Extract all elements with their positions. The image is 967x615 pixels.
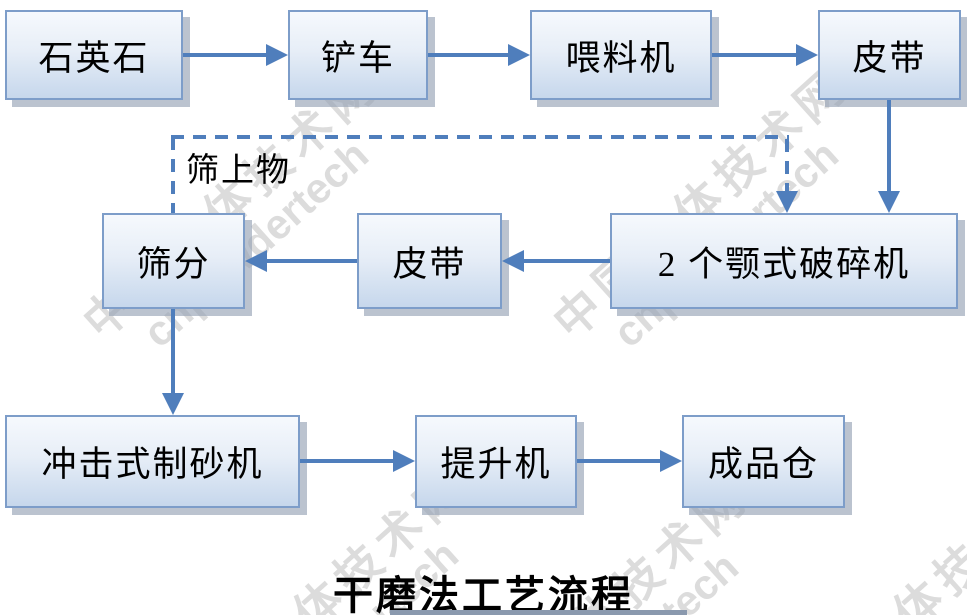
- dashed-line-vertical: [785, 139, 789, 191]
- diagram-title: 干磨法工艺流程: [333, 573, 634, 615]
- dashed-line-horizontal: [171, 135, 789, 139]
- arrowhead-right-icon: [266, 44, 288, 66]
- arrow-line: [887, 100, 891, 192]
- node-product-silo-label: 成品仓: [707, 445, 819, 484]
- arrowhead-left-icon: [502, 250, 524, 272]
- node-screening-label: 筛分: [136, 244, 211, 284]
- node-impact-sand-maker: 冲击式制砂机: [5, 415, 300, 508]
- node-loader: 铲车: [288, 10, 428, 100]
- arrow-line: [300, 459, 395, 463]
- node-product-silo: 成品仓: [682, 415, 845, 508]
- arrow-line: [524, 259, 610, 263]
- node-jaw-crushers: 2 个颚式破碎机: [610, 213, 958, 309]
- node-loader-label: 铲车: [320, 38, 395, 78]
- node-quartz: 石英石: [5, 10, 183, 100]
- node-jaw-crushers-label: 2 个颚式破碎机: [657, 244, 911, 284]
- arrow-line: [171, 309, 175, 395]
- arrowhead-down-icon: [162, 393, 184, 415]
- arrow-line: [183, 53, 268, 57]
- arrow-line: [428, 53, 510, 57]
- node-feeder: 喂料机: [530, 10, 712, 100]
- arrowhead-right-icon: [393, 450, 415, 472]
- arrowhead-left-icon: [245, 250, 267, 272]
- node-impact-sand-maker-label: 冲击式制砂机: [41, 445, 264, 484]
- arrow-line: [267, 259, 357, 263]
- arrow-line: [712, 53, 798, 57]
- oversize-edge-label: 筛上物: [186, 153, 291, 189]
- node-belt-2: 皮带: [357, 213, 502, 309]
- arrowhead-down-icon: [878, 191, 900, 213]
- cutoff-element-bar: [390, 610, 687, 615]
- arrow-line: [577, 459, 662, 463]
- arrowhead-down-icon: [776, 191, 798, 213]
- node-elevator: 提升机: [415, 415, 577, 508]
- node-quartz-label: 石英石: [38, 38, 150, 78]
- node-feeder-label: 喂料机: [565, 38, 677, 78]
- node-elevator-label: 提升机: [440, 445, 552, 484]
- arrowhead-right-icon: [660, 450, 682, 472]
- node-belt-2-label: 皮带: [392, 244, 467, 284]
- dashed-line-vertical: [171, 137, 175, 213]
- node-belt-1-label: 皮带: [852, 38, 927, 78]
- node-belt-1: 皮带: [818, 10, 961, 100]
- arrowhead-right-icon: [796, 44, 818, 66]
- node-screening: 筛分: [102, 213, 245, 309]
- arrowhead-right-icon: [508, 44, 530, 66]
